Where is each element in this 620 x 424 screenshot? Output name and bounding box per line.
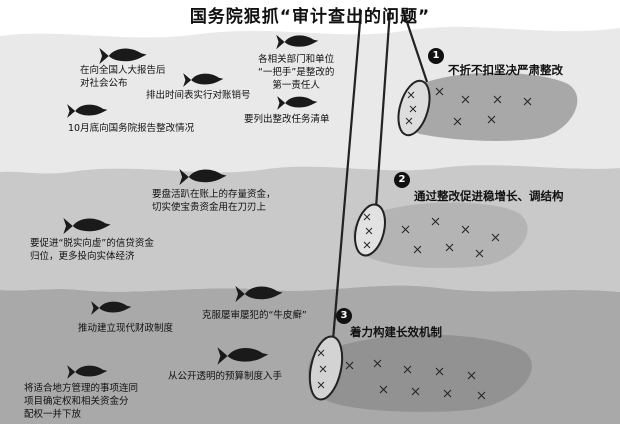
- item-line: 推动建立现代财政制度: [78, 323, 174, 334]
- fishing-net-icon: [354, 203, 386, 257]
- fishing-net-icon: [397, 79, 431, 137]
- list-item: 推动建立现代财政制度: [78, 322, 173, 335]
- page-title: 国务院狠抓“审计查出的问题”: [189, 7, 431, 27]
- item-line: 要促进“脱实向虚”的信贷资金: [30, 238, 154, 249]
- list-item: 排出时间表实行对账销号: [146, 89, 251, 102]
- item-line: 归位，更多投向实体经济: [30, 251, 135, 262]
- item-line: 要列出整改任务清单: [244, 114, 330, 125]
- section-number-3: 3: [336, 308, 352, 324]
- list-item: 从公开透明的预算制度入手: [168, 370, 282, 383]
- section-heading-1: 不折不扣坚决严肃整改: [448, 63, 563, 77]
- section-heading-2: 通过整改促进稳增长、调结构: [414, 189, 564, 203]
- list-item: 要盘活趴在账上的存量资金， 切实使宝贵资金用在刀刃上: [152, 188, 276, 214]
- fishing-net-icon: [308, 335, 344, 401]
- item-line: 第一责任人: [272, 80, 320, 91]
- item-line: 配权一并下放: [24, 409, 82, 420]
- list-item: 克服屡审屡犯的“牛皮癣”: [202, 309, 307, 322]
- item-line: 从公开透明的预算制度入手: [168, 371, 283, 382]
- net-area-2: [352, 202, 528, 268]
- net-area-1: [399, 72, 578, 141]
- item-line: 排出时间表实行对账销号: [146, 90, 251, 101]
- list-item: 10月底向国务院报告整改情况: [68, 122, 194, 135]
- item-line: 将适合地方管理的事项连同: [24, 383, 139, 394]
- item-line: 要盘活趴在账上的存量资金，: [152, 189, 276, 200]
- item-line: 项目确定权和相关资金分: [24, 396, 129, 407]
- net-poles: [331, 9, 429, 341]
- x-marks: [345, 87, 532, 400]
- item-line: 各相关部门和单位: [258, 54, 335, 65]
- item-line: 10月底向国务院报告整改情况: [68, 123, 195, 134]
- net-area-3: [307, 334, 532, 412]
- section-number-2: 2: [394, 172, 410, 188]
- list-item: 将适合地方管理的事项连同 项目确定权和相关资金分 配权一并下放: [24, 382, 138, 421]
- item-line: “一把手”是整改的: [258, 67, 335, 78]
- section-number-1: 1: [428, 48, 444, 64]
- list-item: 各相关部门和单位 “一把手”是整改的 第一责任人: [258, 53, 334, 92]
- item-line: 对社会公布: [80, 78, 128, 89]
- item-line: 克服屡审屡犯的“牛皮癣”: [202, 310, 307, 321]
- item-line: 在向全国人大报告后: [80, 65, 166, 76]
- list-item: 要列出整改任务清单: [244, 113, 330, 126]
- list-item: 要促进“脱实向虚”的信贷资金 归位，更多投向实体经济: [30, 237, 154, 263]
- list-item: 在向全国人大报告后 对社会公布: [80, 64, 166, 90]
- item-line: 切实使宝贵资金用在刀刃上: [152, 202, 267, 213]
- section-heading-3: 着力构建长效机制: [350, 325, 442, 339]
